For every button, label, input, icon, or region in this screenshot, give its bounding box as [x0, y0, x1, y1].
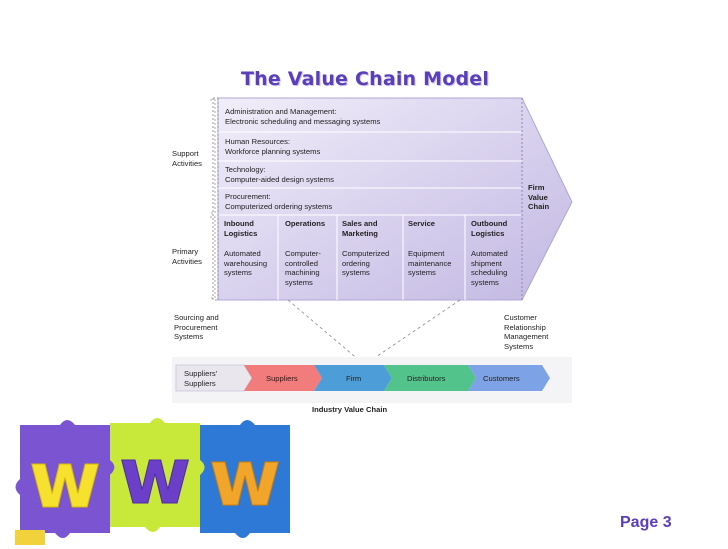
- support-row-head: Human Resources:: [225, 137, 290, 146]
- industry-value-chain-caption: Industry Value Chain: [312, 405, 388, 414]
- support-row-detail: Electronic scheduling and messaging syst…: [225, 117, 381, 126]
- primary-column-head: Inbound Logistics: [224, 219, 258, 238]
- primary-column-head: Sales and Marketing: [342, 219, 378, 238]
- support-row-head: Technology:: [225, 165, 266, 174]
- sourcing-procurement-label: Sourcing and Procurement Systems: [174, 313, 219, 342]
- support-activities-label: Support Activities: [172, 149, 202, 168]
- primary-activities-label: Primary Activities: [172, 247, 202, 266]
- value-chain-diagram: Administration and Management: Electroni…: [170, 95, 574, 415]
- primary-column-detail: Automated shipment scheduling systems: [471, 249, 508, 287]
- chain-label: Distributors: [407, 374, 446, 383]
- puzzle-letter: w: [209, 434, 281, 524]
- primary-column-detail: Automated warehousing systems: [224, 249, 268, 278]
- puzzle-letter: w: [29, 436, 101, 526]
- puzzle-letter: w: [119, 432, 191, 522]
- support-row-head: Procurement:: [225, 192, 271, 201]
- support-row-head: Administration and Management:: [225, 107, 337, 116]
- primary-column-head: Outbound Logistics: [471, 219, 508, 238]
- chain-firm: [314, 365, 392, 391]
- slide-title: The Value Chain Model: [240, 68, 490, 90]
- crm-systems-label: Customer Relationship Management Systems: [504, 313, 549, 351]
- value-chain-graphic: [172, 97, 573, 403]
- support-row-detail: Workforce planning systems: [225, 147, 321, 156]
- chain-label: Customers: [483, 374, 520, 383]
- chain-distributors: [384, 365, 476, 391]
- support-row-detail: Computerized ordering systems: [225, 202, 333, 211]
- chain-suppliers: [244, 365, 322, 391]
- support-row-detail: Computer-aided design systems: [225, 175, 334, 184]
- chain-label: Suppliers: [266, 374, 298, 383]
- primary-column-detail: Computer- controlled machining systems: [285, 249, 321, 287]
- primary-column-detail: Equipment maintenance systems: [408, 249, 452, 278]
- www-puzzle-blocks-image: w w w: [15, 415, 295, 545]
- chain-label: Suppliers' Suppliers: [184, 369, 218, 388]
- primary-column-head: Service: [408, 219, 436, 228]
- chain-customers: [468, 365, 550, 391]
- www-puzzle-graphic: w w w: [15, 418, 290, 545]
- primary-column-head: Operations: [285, 219, 326, 228]
- primary-column-detail: Computerized ordering systems: [342, 249, 390, 278]
- firm-value-chain-arrow: [217, 97, 573, 301]
- chain-label: Firm: [346, 374, 362, 383]
- page-number: Page 3: [620, 514, 672, 531]
- firm-value-chain-label: Firm Value Chain: [528, 183, 550, 212]
